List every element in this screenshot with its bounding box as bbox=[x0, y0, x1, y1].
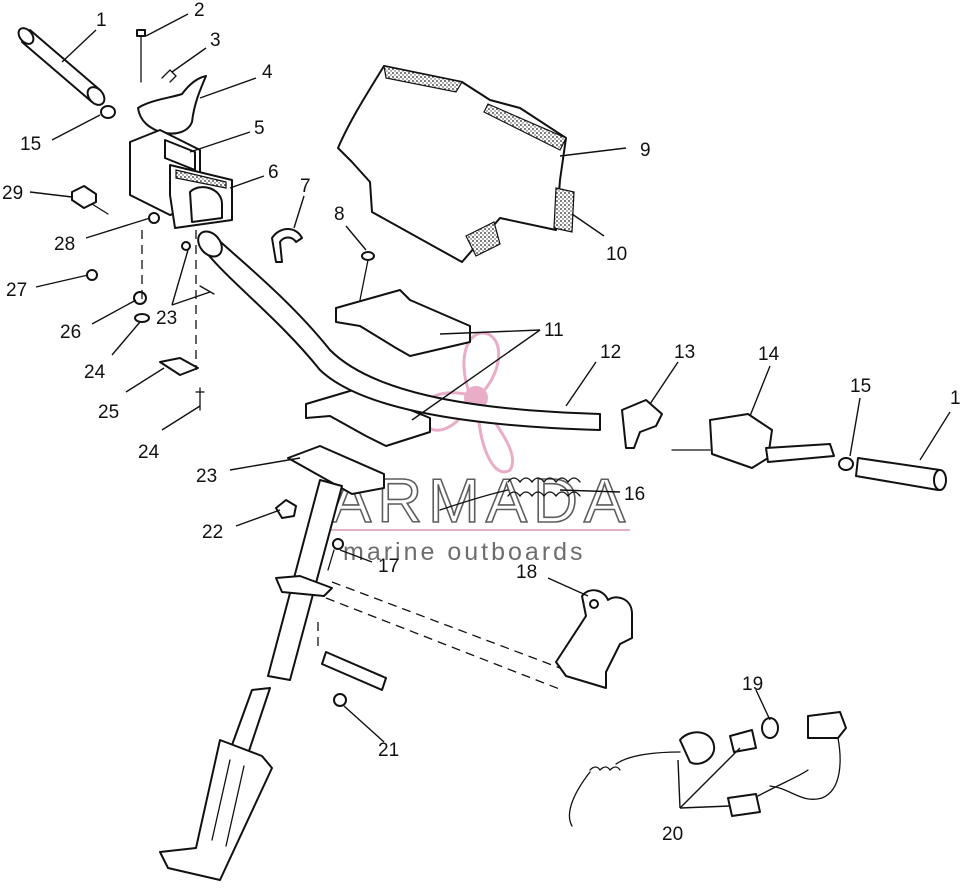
callout-label: 8 bbox=[334, 204, 345, 225]
clamp-upper-part bbox=[335, 289, 471, 357]
sleeve-part bbox=[321, 651, 387, 691]
callout-label: 7 bbox=[300, 176, 311, 197]
key-switch-part bbox=[568, 711, 847, 827]
nut-27-part bbox=[86, 269, 98, 281]
hood-cover-part bbox=[337, 65, 575, 263]
callout-label: 23 bbox=[196, 466, 217, 487]
callout-label: 15 bbox=[850, 376, 871, 397]
watermark-tagline: marine outboards bbox=[343, 538, 586, 566]
assembly-line-bracket-b bbox=[325, 597, 563, 691]
nut-26-part bbox=[133, 291, 147, 305]
throttle-lever-part bbox=[137, 75, 207, 135]
callout-label: 11 bbox=[544, 320, 564, 341]
callout-label: 9 bbox=[640, 140, 651, 161]
callout-label: 24 bbox=[84, 362, 106, 383]
grip-right-part bbox=[855, 457, 947, 491]
callout-label: 15 bbox=[20, 134, 41, 155]
callout-label: 13 bbox=[674, 342, 695, 363]
clip-part bbox=[161, 69, 177, 83]
column-clamp-part bbox=[275, 575, 333, 597]
control-switch-part bbox=[671, 413, 835, 469]
callout-label: 28 bbox=[54, 234, 75, 255]
bolt-8-part bbox=[359, 251, 375, 301]
callout-label: 10 bbox=[606, 244, 627, 265]
thumb-screw-part bbox=[71, 185, 109, 215]
watermark-brand: ARMADA bbox=[330, 467, 631, 536]
callout-label: 24 bbox=[138, 442, 160, 463]
callout-label: 5 bbox=[254, 118, 265, 139]
nut-23-part bbox=[181, 241, 191, 251]
callout-label: 23 bbox=[156, 308, 177, 329]
callout-label: 27 bbox=[6, 280, 27, 301]
callout-label: 1 bbox=[950, 388, 960, 409]
callout-label: 16 bbox=[624, 484, 645, 505]
callout-label: 20 bbox=[662, 824, 683, 845]
callout-labels: 1 2 3 4 15 5 29 6 7 28 8 27 26 23 24 25 … bbox=[2, 0, 960, 845]
callout-label: 25 bbox=[98, 402, 119, 423]
callout-label: 12 bbox=[600, 342, 621, 363]
plate-25-part bbox=[159, 357, 199, 376]
armada-watermark: ARMADA marine outboards bbox=[329, 331, 631, 566]
nut-21-part bbox=[333, 693, 347, 707]
switch-bracket-part bbox=[621, 399, 663, 449]
callout-label: 17 bbox=[378, 556, 399, 577]
callout-label: 6 bbox=[268, 162, 279, 183]
pin-part bbox=[136, 29, 146, 83]
callout-label: 3 bbox=[210, 30, 221, 51]
callout-label: 2 bbox=[194, 0, 205, 21]
callout-label: 22 bbox=[202, 522, 223, 543]
washer-24-part bbox=[134, 313, 150, 323]
assembly-line-bracket-a bbox=[331, 581, 561, 669]
grip-left-part bbox=[17, 27, 106, 106]
callout-label: 14 bbox=[758, 344, 780, 365]
mount-bracket-part bbox=[555, 589, 633, 689]
callout-label: 1 bbox=[96, 10, 107, 31]
callout-label: 19 bbox=[742, 674, 763, 695]
nut-22-part bbox=[275, 499, 297, 519]
handlebar-tube-part bbox=[205, 235, 601, 431]
spring-part bbox=[439, 477, 581, 511]
callout-label: 21 bbox=[378, 740, 399, 761]
washer-28-part bbox=[148, 212, 160, 224]
callout-label: 29 bbox=[2, 183, 23, 204]
end-cap-right-part bbox=[838, 457, 854, 471]
control-housing-part bbox=[129, 129, 233, 229]
end-cap-left-part bbox=[100, 105, 116, 119]
screw-17-part bbox=[327, 538, 344, 571]
cable-clip-part bbox=[271, 228, 303, 263]
callout-label: 4 bbox=[262, 62, 273, 83]
column-foot-part bbox=[159, 739, 273, 881]
leader-lines bbox=[29, 13, 951, 809]
screw-23-part bbox=[199, 285, 215, 295]
callout-label: 26 bbox=[60, 322, 81, 343]
callout-label: 18 bbox=[516, 562, 537, 583]
